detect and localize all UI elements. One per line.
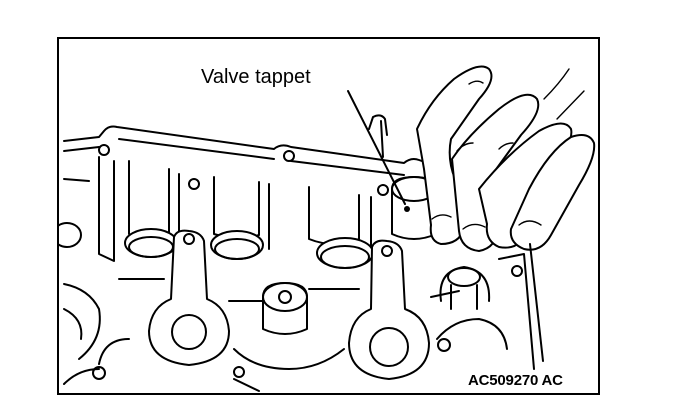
cylinder-head-rail (63, 125, 440, 176)
leader-lines (347, 90, 544, 362)
hand-fingers (416, 65, 596, 252)
bolt-boss (262, 282, 308, 335)
spring-boss (436, 253, 535, 370)
cylinder-head-illustration (59, 65, 596, 392)
illustration-frame: Valve tappet AC509270 AC (57, 37, 600, 395)
upper-bracket (368, 114, 388, 158)
tappet-bores (59, 222, 374, 269)
figure-code: AC509270 AC (468, 372, 563, 389)
valve-tappet-callout: Valve tappet (201, 66, 311, 88)
head-lower-casting (63, 278, 460, 392)
cam-cap-brackets (148, 229, 430, 380)
